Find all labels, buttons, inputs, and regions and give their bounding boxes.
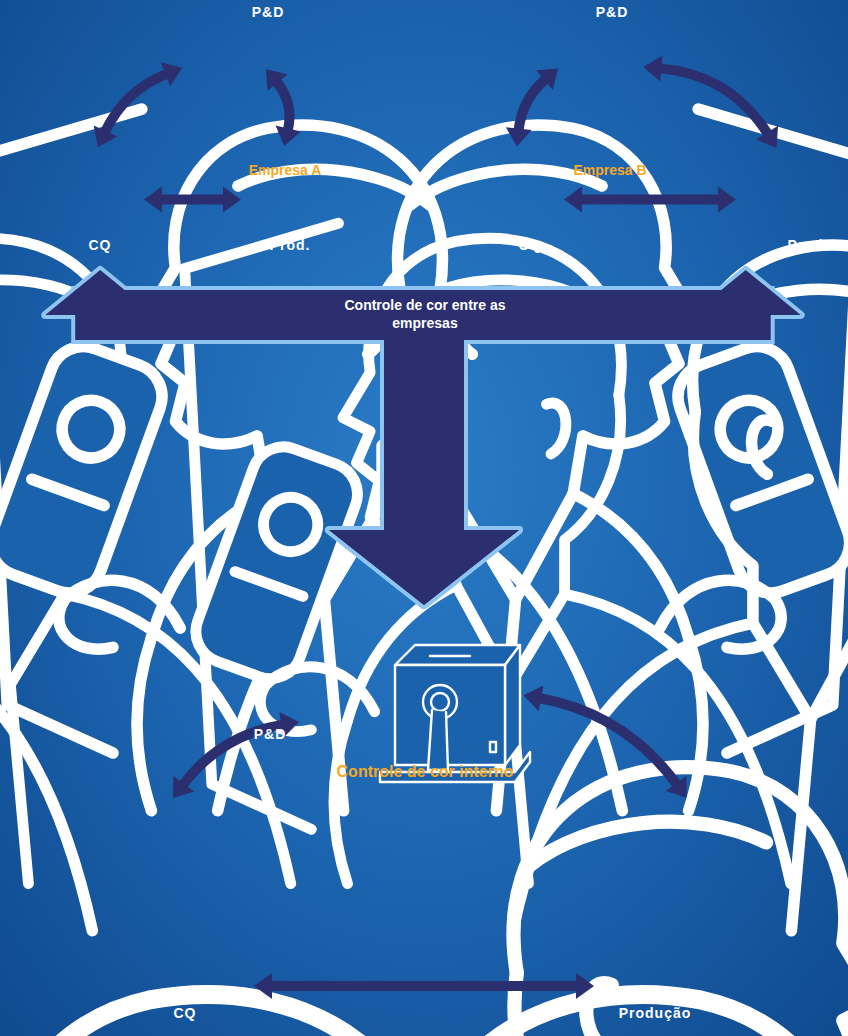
arrow-shaft: [659, 68, 768, 134]
person-figure: [0, 968, 735, 1036]
flow-arrow: [173, 712, 299, 798]
top-line: [430, 655, 470, 657]
arrow-head: [691, 270, 801, 315]
arrow-head: [666, 776, 687, 798]
flow-arrow: [564, 187, 736, 213]
department-figure: CQ: [20, 800, 250, 1000]
arrow-head: [161, 62, 183, 86]
department-figure: Produção: [598, 800, 828, 1000]
department-label: P&D: [233, 4, 303, 21]
spectrophotometer: [380, 645, 530, 782]
company-connector-arrow: [329, 270, 801, 605]
department-figure: CQ: [470, 150, 560, 240]
department-label: CQ: [500, 237, 560, 254]
arrow-head: [329, 530, 519, 605]
arrow-head: [564, 187, 582, 213]
arrow-head: [523, 686, 543, 712]
instrument-front: [395, 665, 505, 765]
connector-label: Controle de cor entre as empresas: [340, 297, 510, 332]
department-figure: P&D: [560, 20, 640, 110]
flow-arrow: [506, 69, 558, 147]
arrow-head: [329, 530, 519, 605]
arrow-shaft: [580, 195, 720, 205]
person-figure: [291, 747, 848, 1036]
department-label: P&D: [577, 4, 647, 21]
department-figure: P&D: [230, 630, 520, 720]
arrow-head: [576, 973, 594, 999]
department-figure: Prod.: [740, 150, 820, 240]
arrow-outline-head: [329, 530, 519, 605]
instrument-side: [505, 645, 520, 765]
arrow-shaft: [276, 81, 289, 130]
big-arrow-outline: [45, 270, 801, 605]
arrow-head: [45, 270, 155, 315]
arrow-head: [254, 973, 272, 999]
arrow-head: [94, 125, 118, 147]
sample-arm: [428, 710, 448, 770]
arrow-shaft: [270, 981, 578, 991]
arrow-head: [173, 776, 194, 798]
arrow-head: [643, 56, 662, 82]
company-group: Empresa BP&DCQProd.: [430, 5, 840, 270]
arrow-head: [266, 69, 288, 91]
arrow-head: [276, 126, 301, 147]
arrow-shaft: [519, 79, 546, 131]
arrow-head: [144, 187, 162, 213]
group-title: Empresa B: [550, 162, 670, 179]
department-label: Prod.: [260, 237, 320, 254]
arrow-shaft: [539, 698, 677, 785]
arrow-head: [223, 187, 241, 213]
department-label: CQ: [155, 1005, 215, 1022]
flow-arrow: [266, 69, 301, 146]
department-label: Produção: [605, 1005, 705, 1022]
arrow-head: [506, 127, 532, 146]
department-label: P&D: [235, 726, 305, 743]
department-label: CQ: [70, 237, 130, 254]
department-figure: P&D: [185, 20, 265, 110]
flow-arrow: [144, 187, 241, 213]
flow-arrow: [643, 56, 778, 148]
arrow-head: [718, 187, 736, 213]
flow-arrow: [94, 62, 182, 147]
arrow-shaft: [160, 195, 225, 205]
company-group: Empresa A P&D CQ Prod.: [5, 5, 345, 270]
internal-group: Controle de cor interno P&D CQ Produção: [10, 605, 838, 1030]
flow-arrow: [254, 973, 594, 999]
department-label: Prod.: [778, 237, 838, 254]
port-inner: [431, 693, 449, 711]
arrow-shaft: [105, 74, 168, 133]
instrument-top: [395, 645, 520, 665]
company-connector-arrow: [45, 270, 519, 605]
indicator: [490, 742, 496, 752]
arrow-outline-head: [329, 530, 519, 605]
arrow-head: [756, 126, 778, 148]
department-figure: CQ: [50, 150, 140, 240]
flow-arrow: [523, 686, 686, 798]
arrow-head: [536, 69, 558, 91]
group-title: Empresa A: [225, 162, 345, 179]
group-title: Controle de cor interno: [305, 762, 545, 781]
